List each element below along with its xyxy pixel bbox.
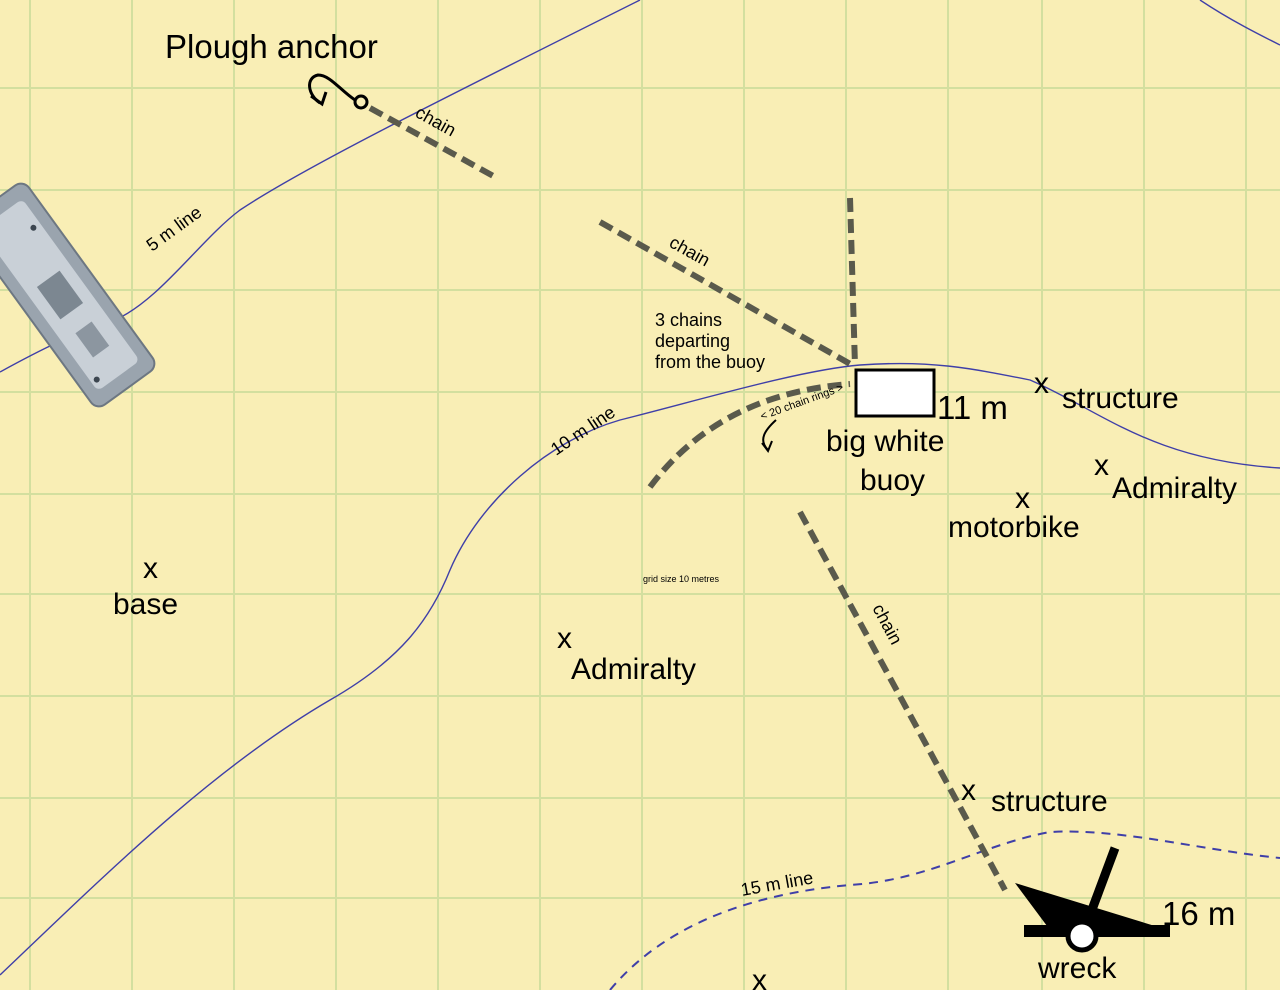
buoy-box [854,368,936,418]
three-chains-line-1: 3 chains [655,310,722,330]
base-label: base [113,588,178,621]
contour-15m [609,830,1280,990]
grid-size-label: grid size 10 metres [643,574,720,584]
chains [368,105,1008,892]
admiralty-label-2: Admiralty [571,653,696,686]
depth-16m: 16 m [1162,895,1235,932]
contour-15m-label: 15 m line [739,868,814,900]
admiralty-label-1: Admiralty [1112,472,1237,505]
contour-5m-right [1199,0,1280,46]
chain-arc [647,381,851,489]
plough-anchor-icon [308,73,369,110]
wreck-icon [1015,846,1170,953]
boat-image [0,182,156,408]
x-admiralty-1: x [1094,449,1109,482]
x-structure-1: x [1034,367,1049,400]
chain-label-3: chain [868,600,906,647]
motorbike-label: motorbike [948,511,1080,544]
chain-anchor [368,105,499,181]
three-chains-line-2: departing [655,331,730,351]
x-admiralty-2: x [557,622,572,655]
contour-10m-label: 10 m line [547,402,619,459]
contour-10m [0,362,1280,976]
contour-5m-label: 5 m line [143,202,206,255]
three-chains-line-3: from the buoy [655,352,765,372]
chain-north [847,197,858,367]
buoy-label-2: buoy [860,464,925,497]
x-structure-2: x [961,774,976,807]
x-bottom: x [752,964,767,990]
structure-label-1: structure [1062,382,1179,415]
x-base: x [143,552,158,585]
buoy-label-1: big white [826,425,944,458]
curved-arrow-icon [761,419,777,454]
chain-northwest [598,219,854,368]
structure-label-2: structure [991,785,1108,818]
x-motorbike: x [1015,482,1030,515]
wreck-label: wreck [1037,952,1117,985]
plough-anchor-label: Plough anchor [165,28,378,65]
chain-south [797,510,1008,892]
depth-11m: 11 m [937,389,1008,426]
